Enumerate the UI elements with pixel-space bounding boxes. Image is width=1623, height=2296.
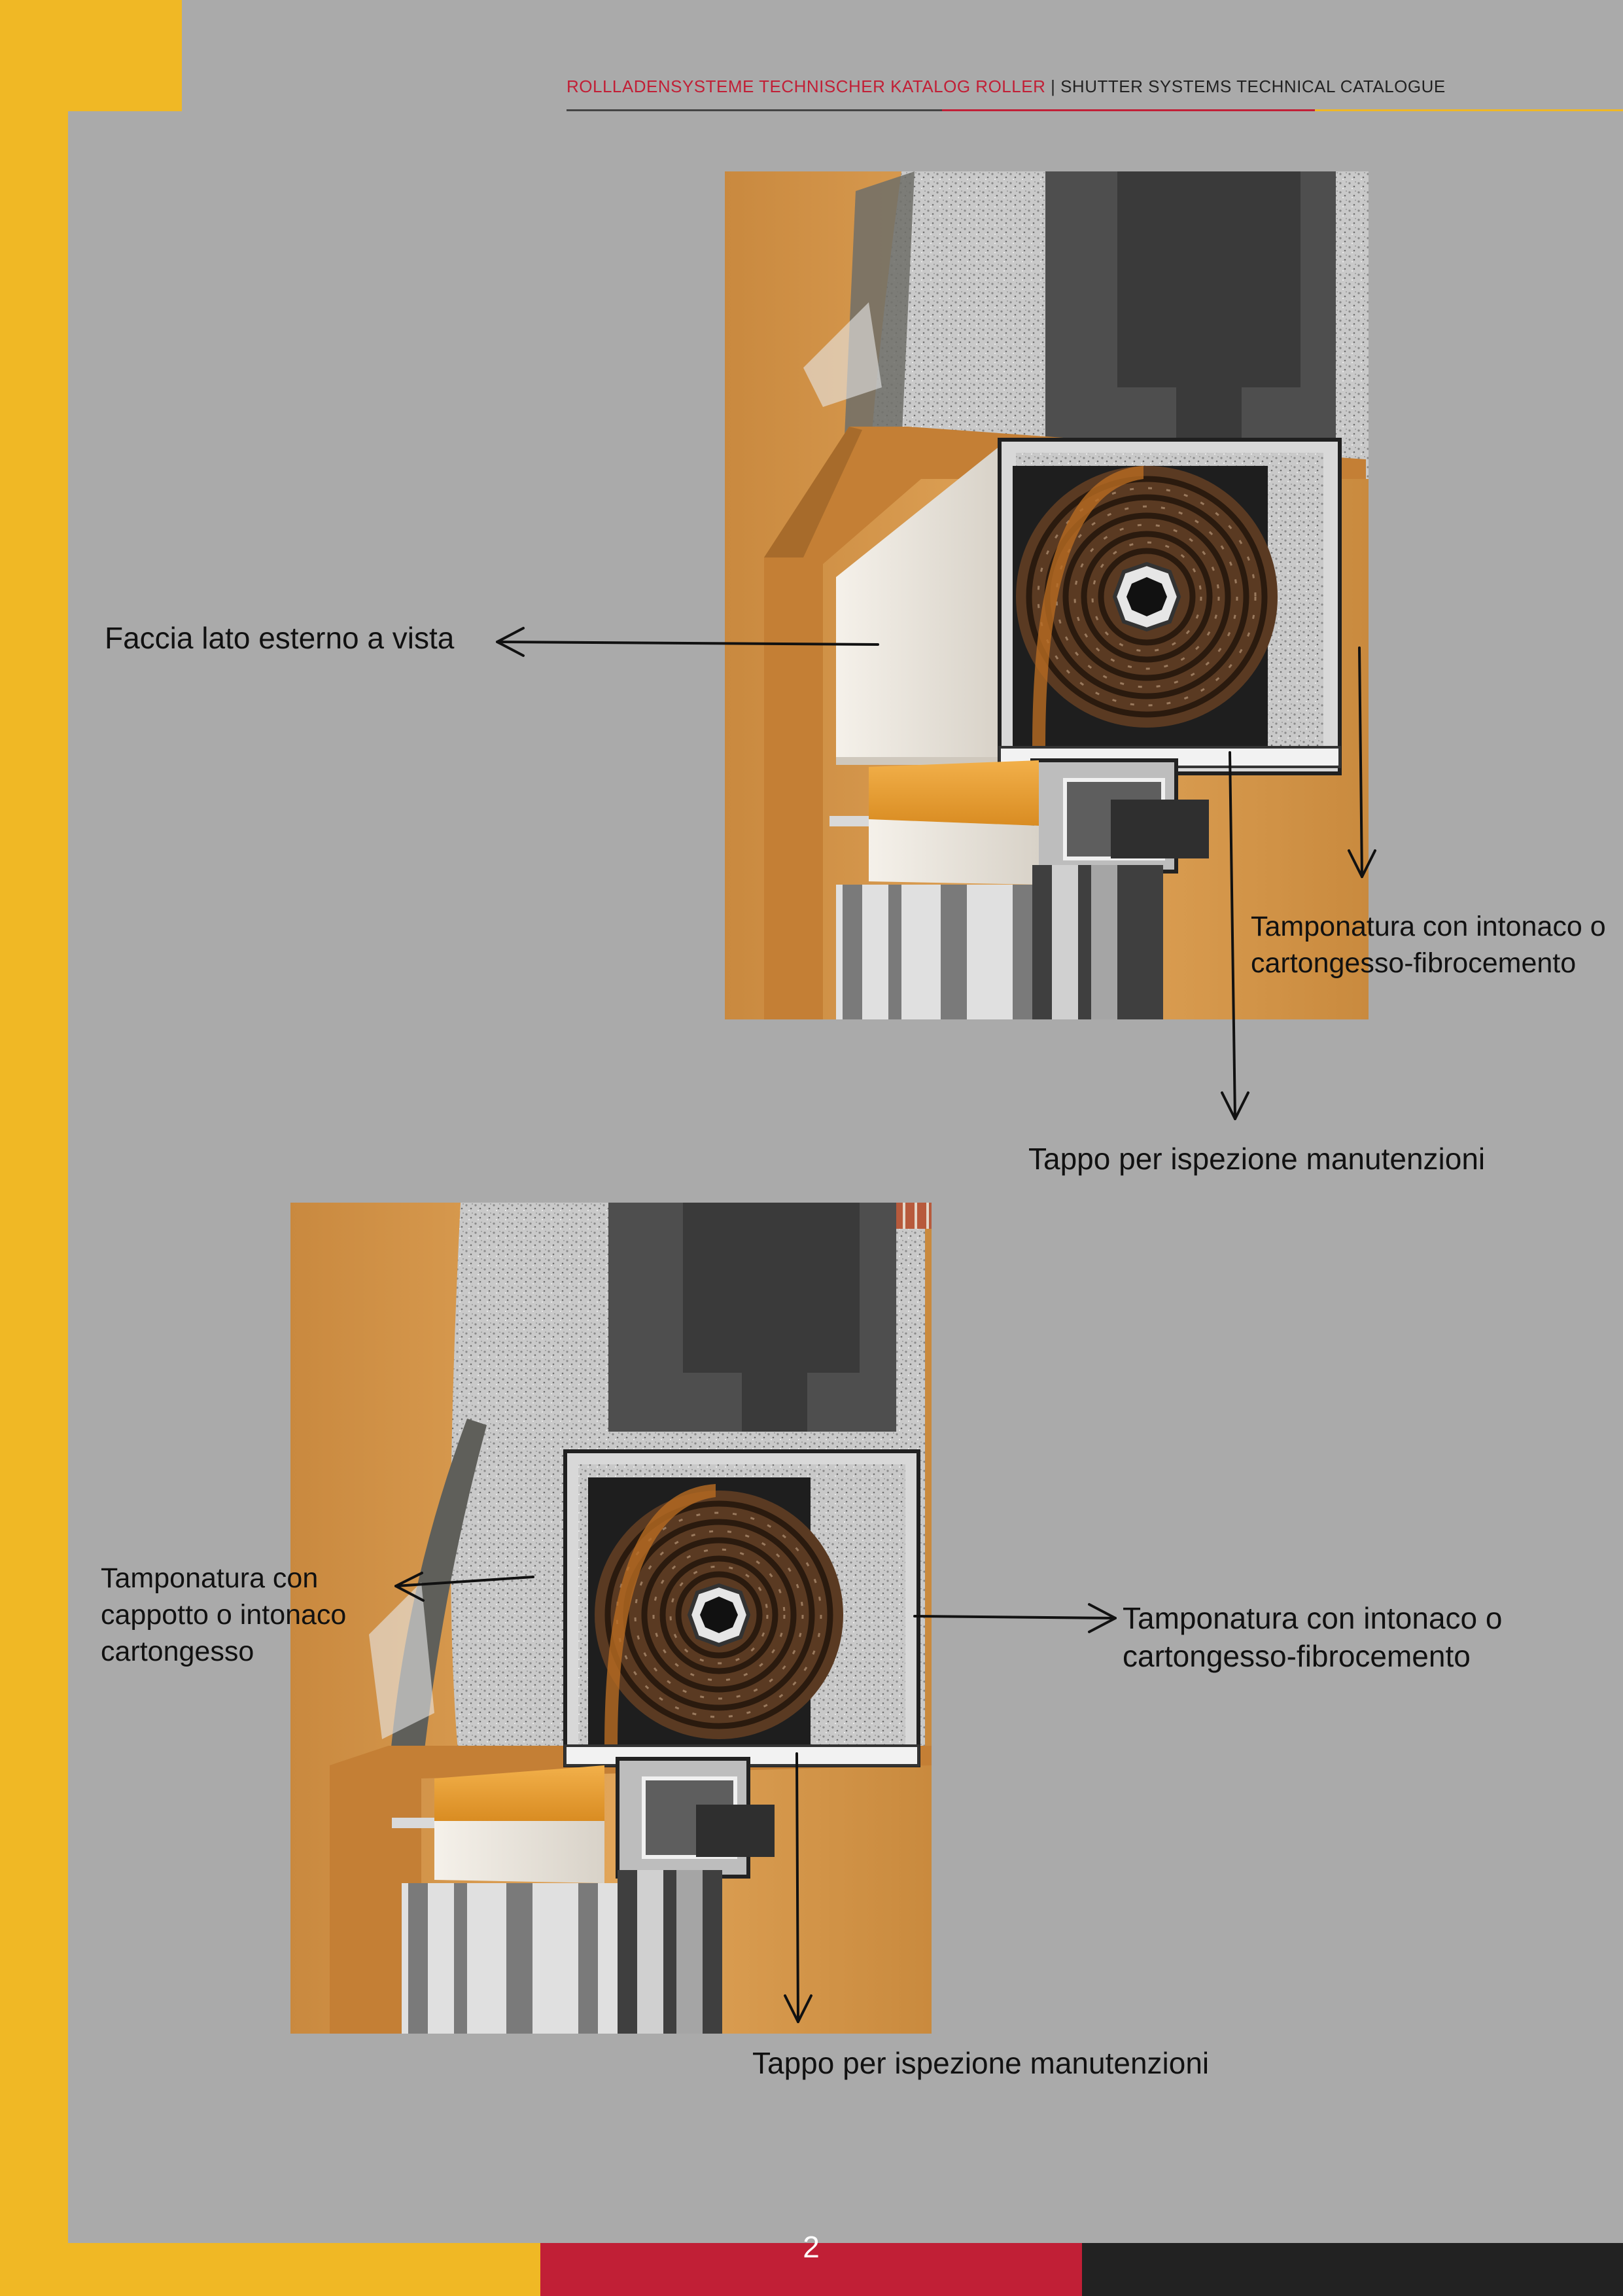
footer-band-black <box>1082 2243 1623 2296</box>
arrow-inspection-top <box>1221 751 1249 1120</box>
label-infill-bottom-line2: cartongesso-fibrocemento <box>1123 1639 1471 1673</box>
label-infill-top-line1: Tamponatura con intonaco o <box>1251 911 1606 942</box>
label-inspection-bottom: Tappo per ispezione manutenzioni <box>752 2046 1210 2080</box>
catalogue-header: ROLLLADENSYSTEME TECHNISCHER KATALOG ROL… <box>567 73 1446 99</box>
header-title-de: ROLLLADENSYSTEME TECHNISCHER KATALOG ROL… <box>567 77 1046 96</box>
label-coat-line1: Tamponatura con <box>101 1563 319 1594</box>
page-number: 2 <box>803 2230 820 2264</box>
label-coat-line2: cappotto o intonaco <box>101 1599 347 1631</box>
header-title-en: SHUTTER SYSTEMS TECHNICAL CATALOGUE <box>1060 77 1446 96</box>
header-separator: | <box>1051 77 1056 96</box>
arrow-infill-top <box>1348 646 1376 878</box>
shutter-box-cutaway-illustration-bottom <box>290 1203 932 2034</box>
header-rule-red <box>942 109 1315 111</box>
header-rule-dark <box>567 109 942 111</box>
footer-band-yellow <box>0 2243 540 2296</box>
arrow-inspection-bottom <box>784 1752 812 2023</box>
header-rule-yellow <box>1315 109 1623 111</box>
label-inspection-top: Tappo per ispezione manutenzioni <box>1028 1142 1486 1176</box>
shutter-box-cutaway-illustration-top <box>725 171 1369 1019</box>
arrow-front-face <box>496 627 879 657</box>
label-coat-line3: cartongesso <box>101 1636 254 1667</box>
arrow-coat-bottom <box>394 1572 534 1602</box>
brand-band-left <box>0 0 68 2296</box>
label-front-face: Faccia lato esterno a vista <box>105 621 455 655</box>
footer-band-red <box>540 2243 1082 2296</box>
brand-band-top-corner <box>0 0 182 111</box>
arrow-infill-bottom <box>913 1603 1117 1633</box>
label-infill-bottom-line1: Tamponatura con intonaco o <box>1123 1601 1503 1635</box>
label-infill-top-line2: cartongesso-fibrocemento <box>1251 947 1577 979</box>
